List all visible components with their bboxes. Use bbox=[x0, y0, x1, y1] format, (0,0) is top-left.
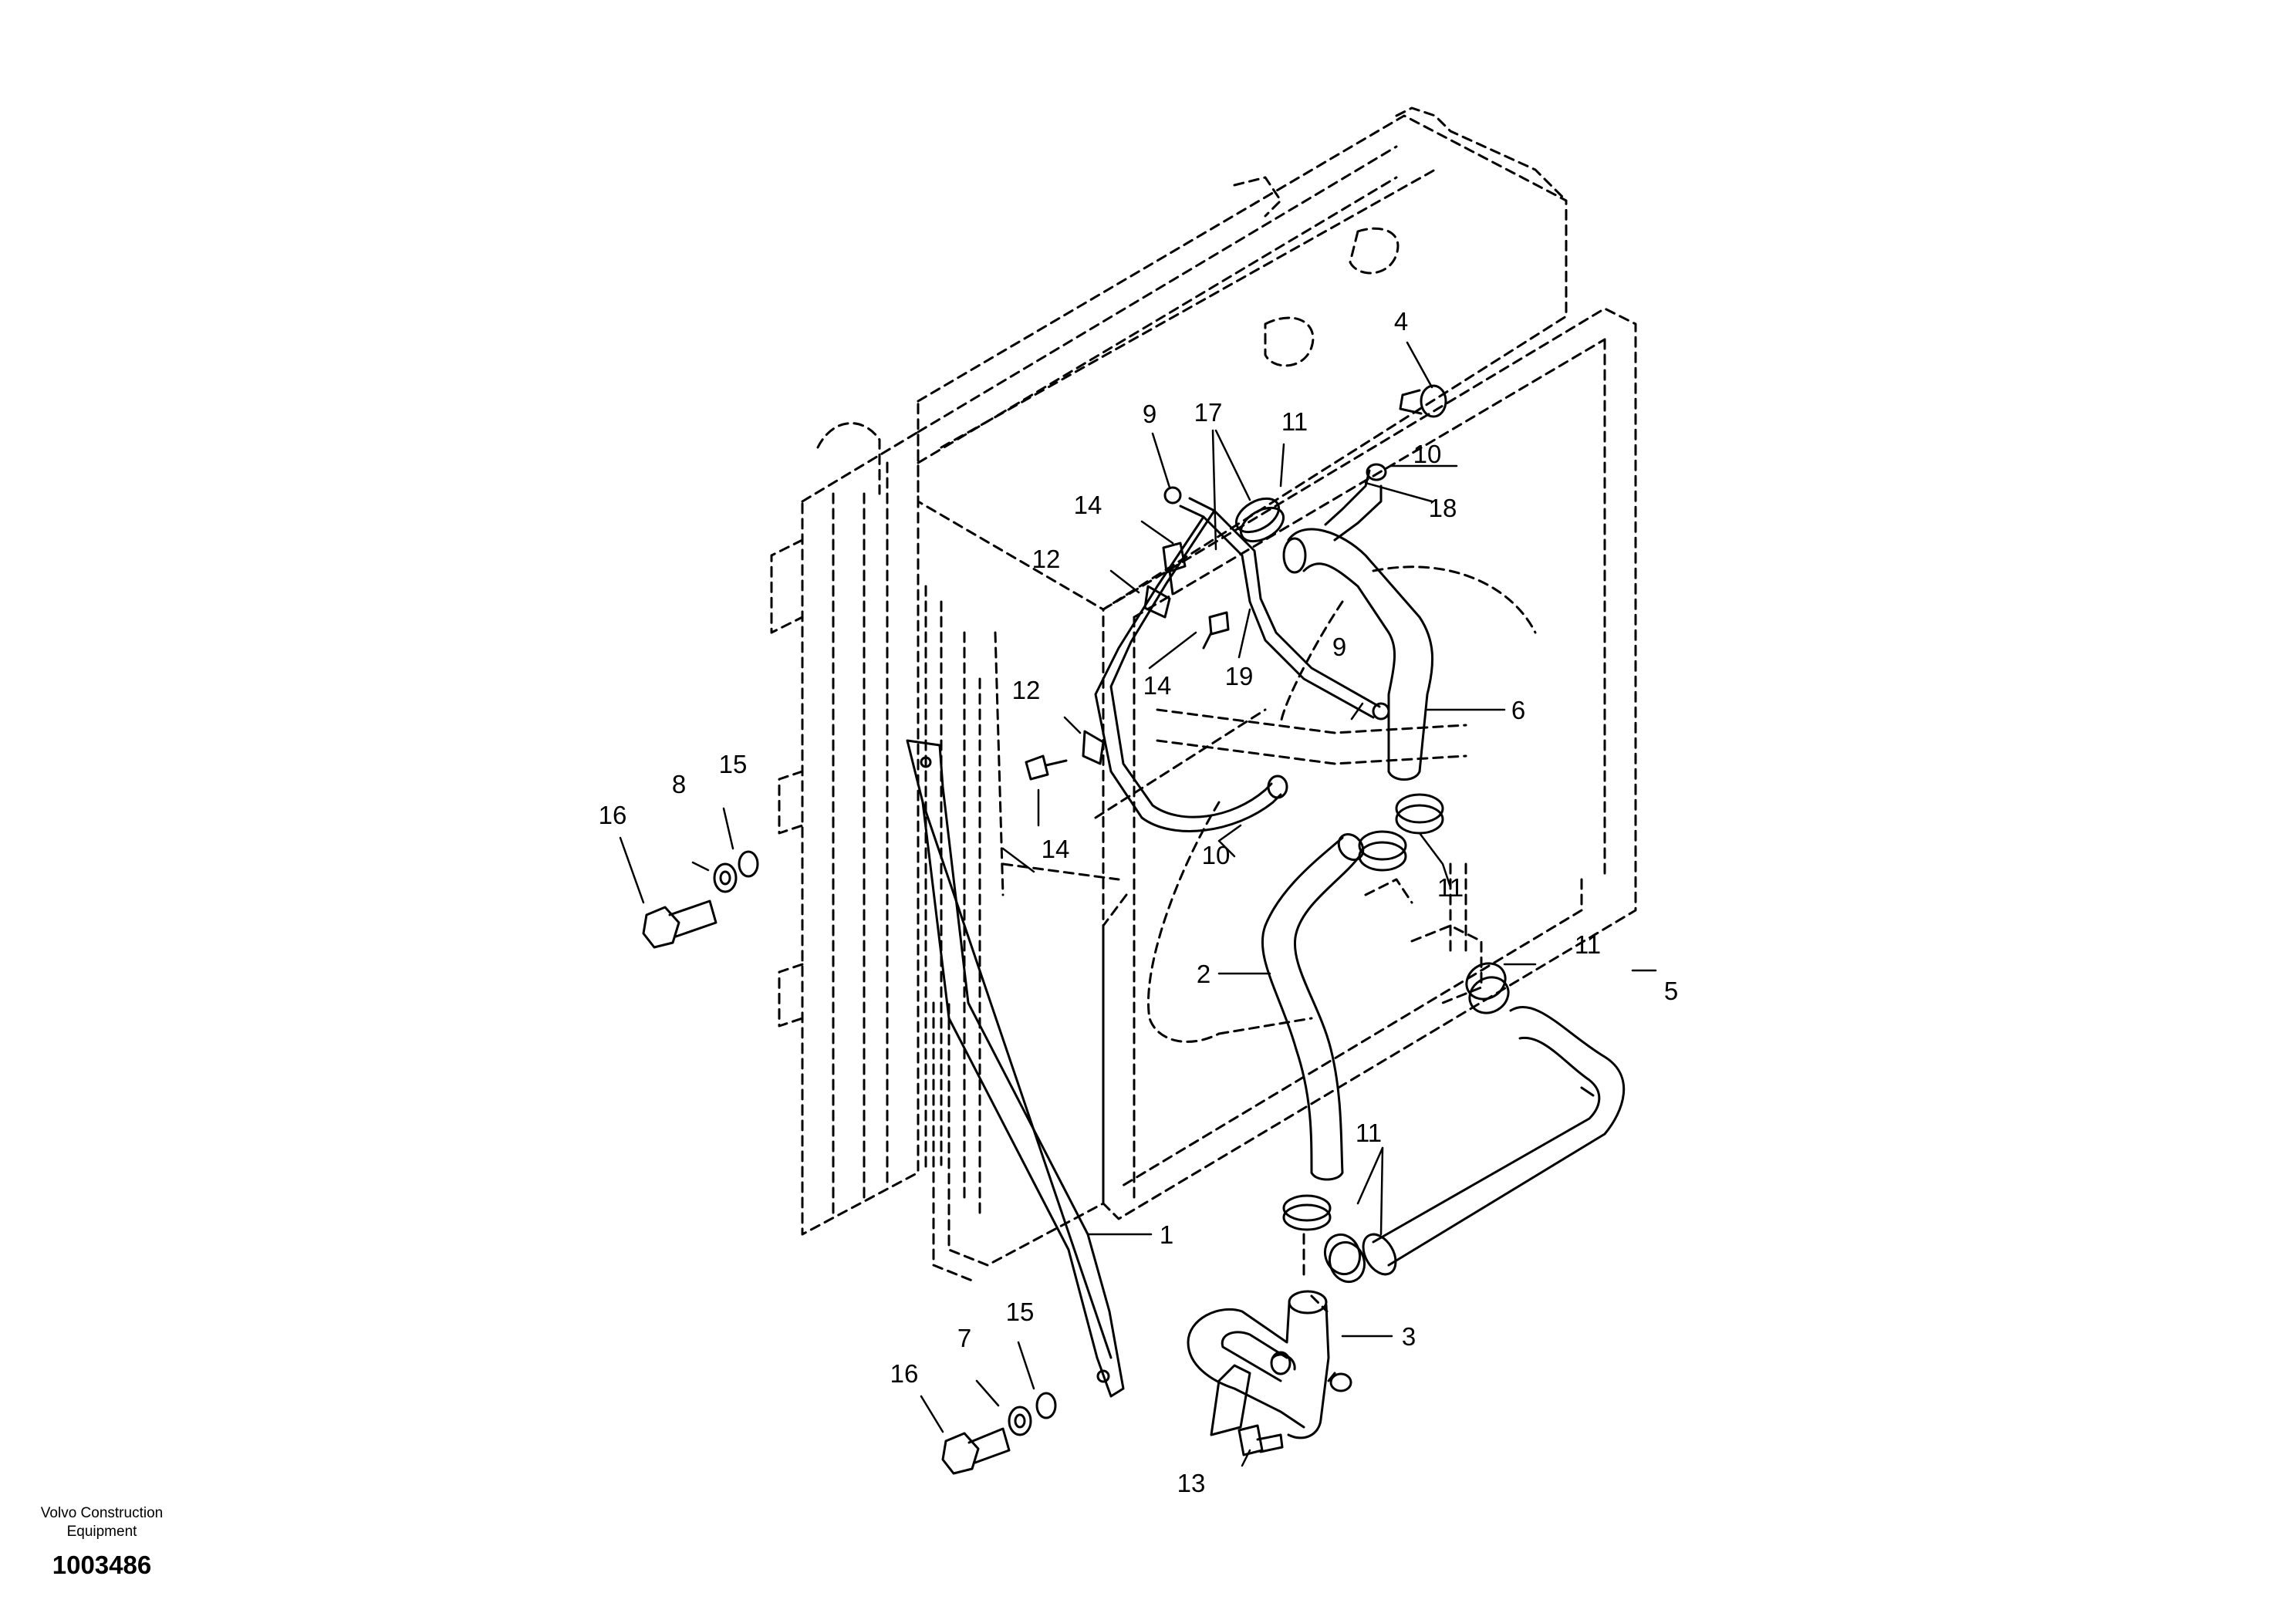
callout-labels: 1 2 3 4 5 6 7 8 9 9 10 10 11 11 11 11 12… bbox=[599, 307, 1679, 1497]
fasteners-16-7-15-lower bbox=[941, 1392, 1057, 1475]
callout-13: 13 bbox=[1177, 1469, 1206, 1497]
callout-11d: 11 bbox=[1356, 1119, 1382, 1147]
callout-10b: 10 bbox=[1202, 841, 1231, 869]
callout-2: 2 bbox=[1197, 960, 1210, 988]
fasteners-16-8-15-upper bbox=[642, 850, 759, 949]
hose-part-2 bbox=[1261, 833, 1365, 1181]
small-tubes-17-18-19 bbox=[1094, 469, 1383, 832]
callout-14c: 14 bbox=[1042, 835, 1070, 863]
callout-11c: 11 bbox=[1575, 930, 1601, 959]
leader-lines bbox=[619, 341, 1657, 1467]
manufacturer-caption: Volvo Construction Equipment bbox=[17, 1504, 187, 1541]
callout-18: 18 bbox=[1429, 494, 1457, 522]
callout-14b: 14 bbox=[1143, 671, 1172, 700]
callout-16a: 16 bbox=[599, 801, 627, 829]
callout-4: 4 bbox=[1394, 307, 1408, 336]
callout-12a: 12 bbox=[1032, 545, 1061, 573]
callout-14a: 14 bbox=[1074, 491, 1102, 519]
radiator-housing-outline bbox=[770, 106, 1637, 1313]
callout-3: 3 bbox=[1402, 1322, 1416, 1351]
callout-17: 17 bbox=[1194, 398, 1223, 427]
callout-8: 8 bbox=[672, 770, 686, 798]
bolt-part-13 bbox=[1237, 1424, 1284, 1456]
hose-part-6 bbox=[1282, 528, 1433, 781]
fitting-part-4 bbox=[1399, 384, 1447, 418]
manufacturer-line-2: Equipment bbox=[66, 1524, 137, 1540]
callout-19: 19 bbox=[1225, 662, 1254, 690]
callout-15a: 15 bbox=[719, 750, 748, 778]
clips-part-12 bbox=[1082, 585, 1171, 765]
callout-9a: 9 bbox=[1143, 400, 1156, 428]
fitting-parts-9-10 bbox=[1163, 463, 1390, 799]
callout-7: 7 bbox=[957, 1324, 971, 1352]
callout-9b: 9 bbox=[1332, 633, 1346, 661]
callout-11a: 11 bbox=[1281, 407, 1308, 436]
document-number: 1003486 bbox=[52, 1551, 152, 1579]
callout-11b: 11 bbox=[1437, 873, 1464, 902]
callout-6: 6 bbox=[1511, 696, 1525, 724]
callout-15b: 15 bbox=[1006, 1298, 1035, 1326]
callout-10a: 10 bbox=[1413, 440, 1442, 468]
outlet-tube-part-3 bbox=[1187, 1290, 1352, 1439]
manufacturer-line-1: Volvo Construction bbox=[40, 1505, 164, 1521]
stay-bar-part-1 bbox=[906, 739, 1125, 1398]
hose-part-5 bbox=[1362, 1005, 1626, 1276]
callout-1: 1 bbox=[1160, 1220, 1173, 1249]
callout-16b: 16 bbox=[890, 1359, 919, 1388]
bolts-part-14 bbox=[1025, 542, 1230, 781]
callout-5: 5 bbox=[1664, 977, 1678, 1005]
hose-clamps-part-11 bbox=[1235, 497, 1510, 1284]
callout-12b: 12 bbox=[1012, 676, 1041, 704]
